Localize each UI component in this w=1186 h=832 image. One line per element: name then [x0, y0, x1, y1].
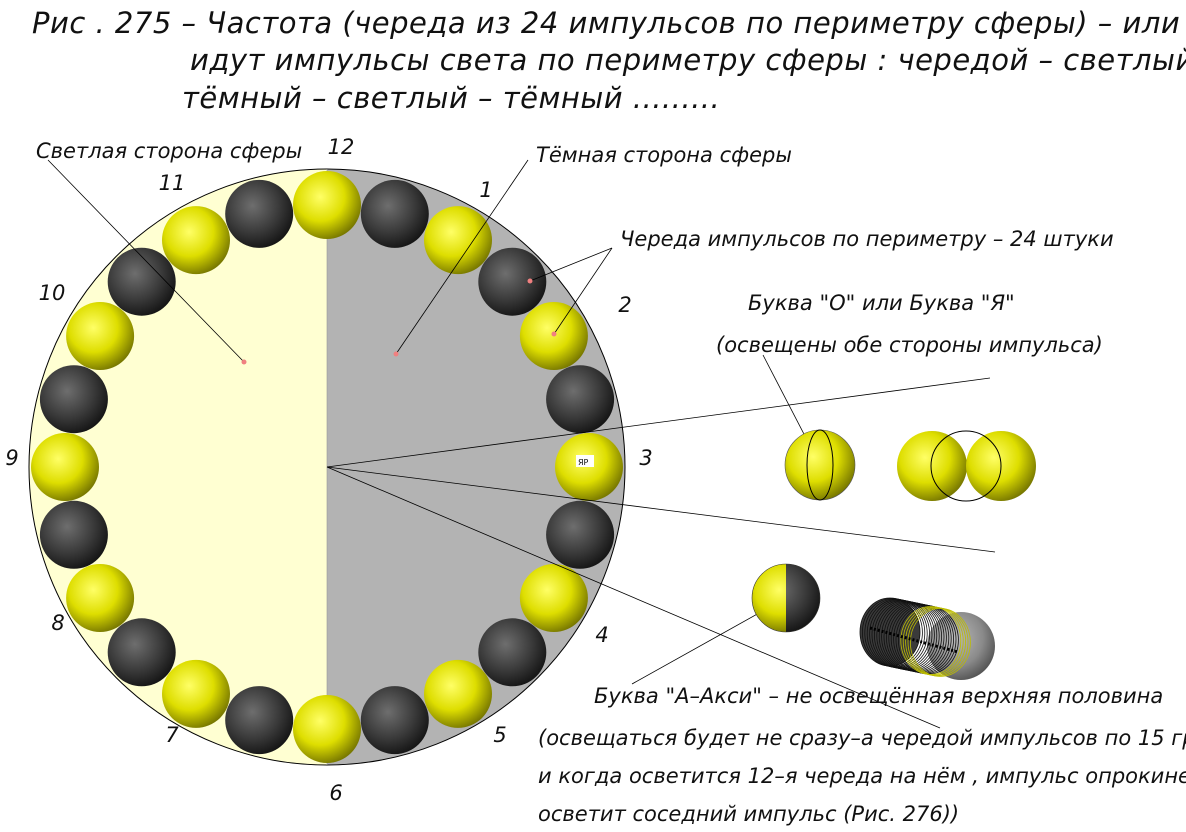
hour-number-12: 12 [328, 135, 355, 159]
stack-back-ball [927, 612, 995, 680]
hour-number-10: 10 [39, 281, 66, 305]
pulse-ball-dark [360, 686, 429, 755]
pulses-label: Череда импульсов по периметру – 24 штуки [620, 227, 1114, 251]
pulse-ball-light [31, 433, 99, 501]
pulse-ball-light [162, 659, 230, 728]
hour-number-6: 6 [329, 781, 342, 805]
hour-number-11: 11 [159, 171, 186, 195]
akci-label-1: Буква "А–Акси" – не освещённая верхняя п… [594, 684, 1163, 708]
title-line-3: тёмный – светлый – тёмный ......... [182, 81, 720, 115]
stack-slice [902, 606, 964, 676]
hour-number-2: 2 [618, 293, 631, 317]
akci-label-2: (освещаться будет не сразу–а чередой имп… [538, 726, 1186, 750]
pulse-ball-dark [107, 618, 176, 687]
pulse-ball-dark [39, 365, 108, 434]
stack-axis [869, 626, 959, 654]
letter-o-label-2: (освещены обе стороны импульса) [716, 333, 1103, 357]
leader-lines [47, 159, 996, 729]
pulse-ball-light [424, 659, 492, 728]
hour-number-1: 1 [479, 178, 492, 202]
akci-ball [751, 563, 821, 633]
akci-label-3: и когда осветится 12–я череда на нём , и… [538, 764, 1186, 788]
letter-o-label-1: Буква "О" или Буква "Я" [748, 291, 1015, 315]
pulse-ball-light [66, 302, 135, 370]
two-overlapping-balls [897, 430, 1036, 502]
pulse-ball-dark [546, 500, 615, 569]
pulse-ball-light [66, 564, 135, 632]
letter-o-ball [784, 429, 856, 501]
pulse-ball-dark [478, 247, 547, 316]
hour-number-4: 4 [595, 623, 608, 647]
pulse-ball-light [519, 564, 588, 632]
stack-slice [905, 607, 966, 676]
pulse-ball-dark [360, 179, 429, 248]
stack-slice [910, 608, 971, 677]
title-line-1: Рис . 275 – Частота (череда из 24 импуль… [32, 6, 1186, 40]
hour-number-8: 8 [51, 611, 64, 635]
ball-tag-box [576, 455, 594, 467]
hour-number-3: 3 [639, 446, 652, 470]
light-side-label: Светлая сторона сферы [36, 139, 302, 163]
pulse-ball-light [293, 171, 361, 239]
hour-number-7: 7 [165, 723, 179, 747]
hour-number-9: 9 [5, 446, 18, 470]
akci-label-4: осветит соседний импульс (Рис. 276)) [538, 802, 959, 826]
pulse-ball-dark [39, 500, 108, 569]
title-line-2: идут импульсы света по периметру сферы :… [190, 43, 1186, 77]
pulse-ball-light [293, 695, 361, 763]
pulse-ball-dark [478, 618, 547, 687]
ball-tag: ЯР [578, 458, 589, 467]
pulse-stack [859, 597, 995, 680]
pulse-ball-light [424, 206, 492, 275]
pulse-ball-dark [225, 686, 294, 755]
dark-side-label: Тёмная сторона сферы [536, 143, 792, 167]
pulse-ball-light [162, 206, 230, 275]
pulse-ball-dark [107, 247, 176, 316]
hour-number-5: 5 [493, 723, 506, 747]
pulse-ball-dark [546, 365, 615, 434]
pulse-ball-dark [225, 179, 294, 248]
stack-slice [907, 607, 969, 677]
